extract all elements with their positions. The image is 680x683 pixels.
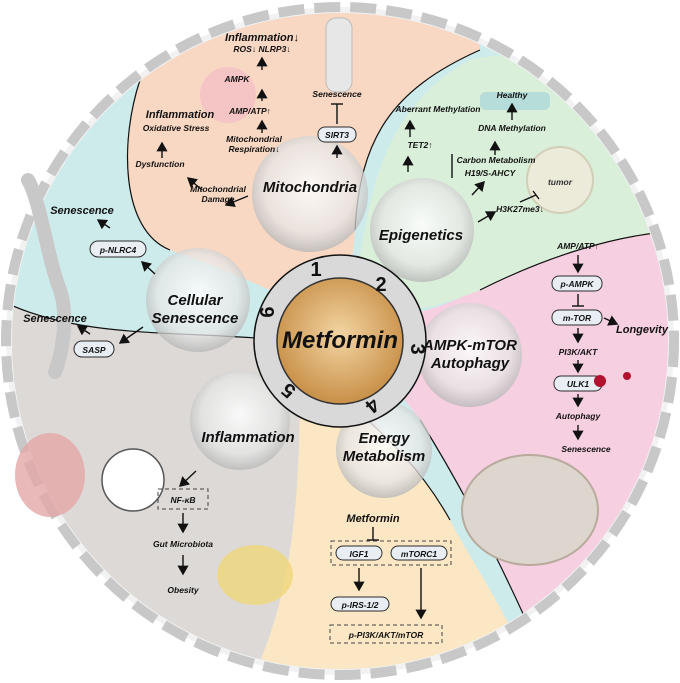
ampk-mtor: m-TOR [563,313,592,323]
ampk-mtor-pill [551,309,603,326]
energy-bubble [336,402,432,498]
center-number-3: 3 [406,343,428,354]
mitochondria-bubble [252,136,368,252]
epi-h19: H19/S-AHCY [465,168,517,178]
center-metformin-disk [276,277,404,405]
ampk-senescence: Senescence [561,444,610,454]
epi-tet2: TET2↑ [407,140,432,150]
energy-p-irs-pill [330,596,390,612]
mito-inflammation-down: Inflammation↓ [225,32,299,44]
infl-gut-microbiota: Gut Microbiota [153,539,213,549]
center-number-1: 1 [310,259,321,281]
mitochondrion-illustration [461,454,599,566]
mito-amp-atp: AMP/ATP↑ [228,106,271,116]
senescence-figure-illustration [325,17,353,93]
sen-p-nlrc4: p-NLRC4 [99,245,137,255]
lysosome-icon [623,372,631,380]
mitochondria-title: Mitochondria [263,179,357,196]
epigenetics-title: Epigenetics [379,227,463,244]
infl-nfkb-box [157,488,209,510]
mito-damage-line2: Damage [201,194,234,204]
ampk-ulk1: ULK1 [567,379,589,389]
mito-ampk: AMPK [223,74,250,84]
energy-igf1-pill [335,545,383,561]
mito-ros-nlrp3: ROS↓ NLRP3↓ [233,44,290,54]
microbiota-magnifier-illustration [101,448,165,512]
senescence-title-line2: Senescence [152,310,239,327]
ampk-pi3k: PI3K/AKT [559,347,599,357]
ampk-longevity: Longevity [616,324,669,336]
mito-respiration-line2: Respiration↓ [228,144,279,154]
epi-carbon-metabolism: Carbon Metabolism [457,155,536,165]
infl-nfkb: NF-κB [170,495,195,505]
inflammation-bubble [190,370,290,470]
mito-cell-illustration [200,67,256,123]
ampk-p-ampk-pill [551,275,603,292]
human-body-illustration [21,173,72,379]
mito-sirt3: SIRT3 [325,130,349,140]
center-number-6: 6 [257,306,279,317]
fat-cells-illustration [217,545,293,605]
epi-h3k27: H3K27me3↓ [496,204,544,214]
energy-p-pi3k: p-PI3K/AKT/mTOR [348,630,424,640]
ampk-amp-atp: AMP/ATP↑ [556,241,599,251]
mito-inflammation: Inflammation [146,109,215,121]
infl-obesity: Obesity [167,585,199,595]
autophagosome-icon [594,375,606,387]
energy-title-line2: Metabolism [343,448,426,465]
epi-dna-methylation: DNA Methylation [478,123,546,133]
mito-sirt3-pill [317,126,357,143]
energy-metformin: Metformin [346,513,399,525]
epi-healthy: Healthy [497,90,529,100]
epi-aberrant-methylation: Aberrant Methylation [394,104,480,114]
mito-oxidative-stress: Oxidative Stress [143,123,210,133]
center-title: Metformin [282,327,398,354]
ampk-title-line2: Autophagy [430,355,510,372]
center-number-2: 2 [375,274,386,296]
mito-dysfunction: Dysfunction [135,159,184,169]
ampk-autophagy: Autophagy [555,411,602,421]
energy-igf1: IGF1 [350,549,369,559]
energy-title-line1: Energy [359,430,411,447]
inflammation-title: Inflammation [201,429,294,446]
dna-illustration [480,92,550,110]
epi-tumor: tumor [548,177,573,187]
energy-mtorc1: mTORC1 [401,549,437,559]
sen-senescence-bottom: Senescence [23,313,87,325]
sen-sasp: SASP [82,345,105,355]
intestine-illustration [15,433,85,517]
senescence-title-line1: Cellular [167,292,223,309]
sen-p-nlrc4-pill [89,240,147,258]
energy-dashed-box-top [330,540,452,566]
energy-p-irs: p-IRS-1/2 [341,600,379,610]
sen-senescence-top: Senescence [50,205,114,217]
mito-senescence: Senescence [312,89,361,99]
cellular-senescence-bubble [146,248,250,352]
tumor-illustration [526,146,594,214]
energy-mtorc1-pill [390,545,448,561]
ampk-bubble [418,303,522,407]
ampk-title-line1: AMPK-mTOR [422,337,517,354]
mito-respiration-line1: Mitochondrial [226,134,282,144]
energy-sector [240,350,540,669]
mito-damage-line1: Mitochondrial [190,184,246,194]
energy-dashed-box-bottom [329,624,443,644]
epigenetics-bubble [370,178,474,282]
sen-sasp-pill [73,340,115,358]
ampk-p-ampk: p-AMPK [559,279,594,289]
